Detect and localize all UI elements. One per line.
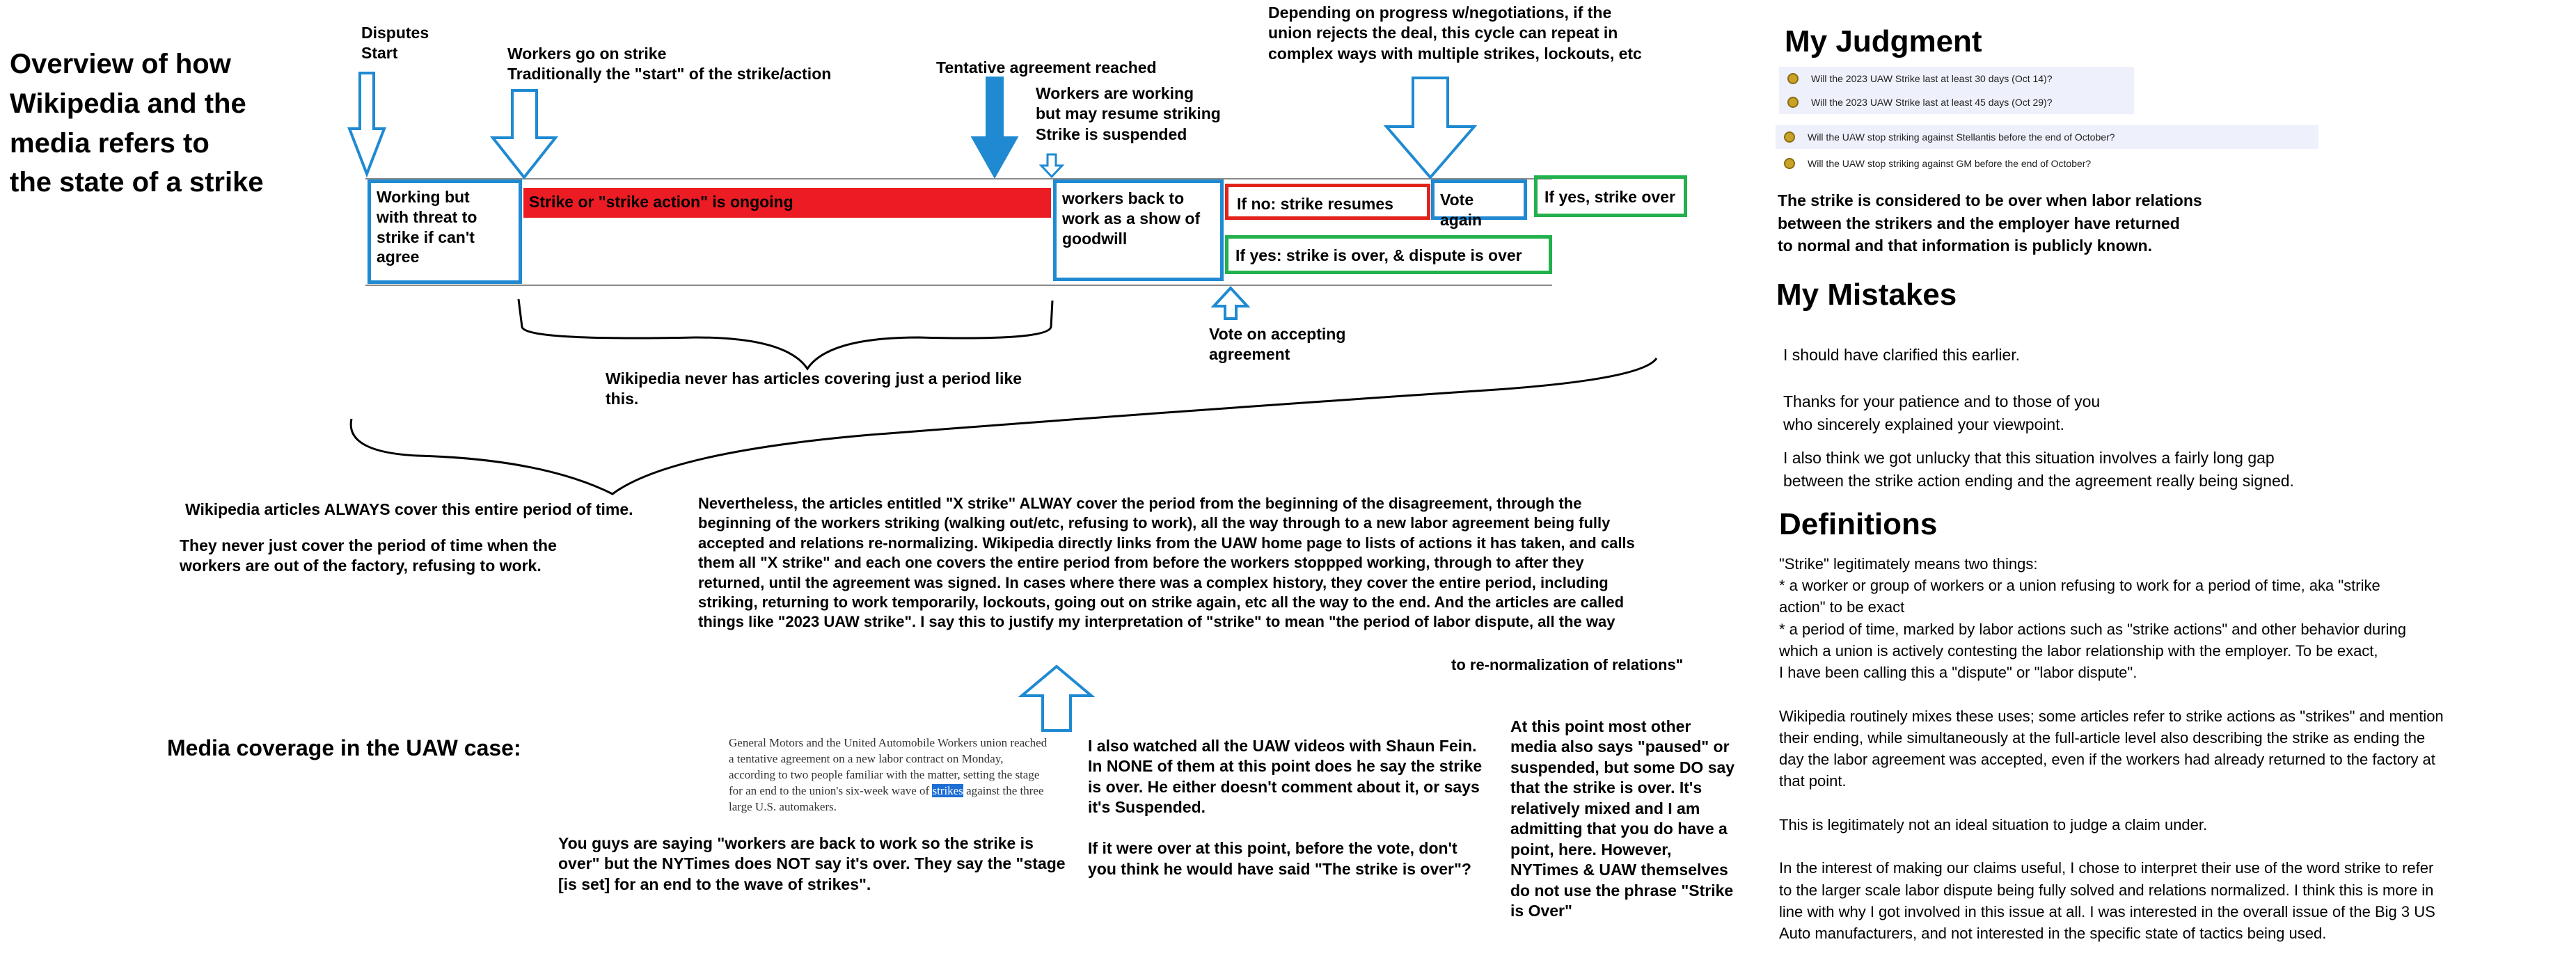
if-no-strike-resumes-box: If no: strike resumes [1225, 184, 1430, 220]
you-guys-saying-note: You guys are saying "workers are back to… [558, 834, 1066, 893]
definitions-text: "Strike" legitimately means two things: … [1779, 555, 2444, 942]
judgment-text: The strike is considered to be over when… [1778, 191, 2202, 255]
never-just-cover-note: They never just cover the period of time… [180, 536, 557, 575]
question-text-2: Will the 2023 UAW Strike last at least 4… [1811, 97, 2053, 108]
vote-again-box: Vote again [1431, 179, 1527, 229]
strike-start-arrow-icon [489, 89, 559, 180]
question-row-3: Will the UAW stop striking against Stell… [1776, 125, 2318, 149]
depending-on-progress-label: Depending on progress w/negotiations, if… [1268, 3, 1642, 63]
question-text-4: Will the UAW stop striking against GM be… [1808, 158, 2092, 169]
cycle-repeat-arrow-icon [1383, 77, 1478, 180]
coin-icon [1784, 158, 1795, 169]
tentative-agreement-label: Tentative agreement reached [936, 58, 1157, 77]
working-with-threat-box: Working but with threat to strike if can… [368, 179, 522, 284]
shaun-fein-note: I also watched all the UAW videos with S… [1088, 737, 1483, 878]
my-mistakes-heading: My Mistakes [1776, 278, 1957, 312]
my-judgment-heading: My Judgment [1785, 24, 1982, 58]
mistakes-text-1: I should have clarified this earlier. [1783, 346, 2021, 364]
nyt-quote-highlight: strikes [932, 783, 963, 797]
if-yes-strike-over-box: If yes, strike over [1534, 175, 1687, 217]
strike-ongoing-bar: Strike or "strike action" is ongoing [523, 188, 1051, 218]
suspended-arrow-icon [1038, 153, 1065, 179]
justify-arrow-icon [1018, 664, 1096, 732]
media-coverage-heading: Media coverage in the UAW case: [167, 735, 521, 760]
disputes-start-arrow-icon [347, 72, 386, 178]
coin-icon [1787, 97, 1799, 108]
entire-period-brace [349, 358, 1658, 495]
question-row-2: Will the 2023 UAW Strike last at least 4… [1779, 90, 2134, 114]
always-cover-note: Wikipedia articles ALWAYS cover this ent… [185, 500, 633, 518]
nyt-quote-text-before: General Motors and the United Automobile… [729, 736, 1048, 797]
vote-arrow-icon [1210, 286, 1251, 320]
workers-go-on-strike-label: Workers go on strike Traditionally the "… [507, 45, 832, 83]
tentative-agreement-arrow-icon [970, 77, 1019, 179]
coin-icon [1787, 73, 1799, 84]
nevertheless-paragraph: Nevertheless, the articles entitled "X s… [698, 495, 1635, 631]
mistakes-text-3: I also think we got unlucky that this si… [1783, 449, 2294, 490]
question-row-1: Will the 2023 UAW Strike last at least 3… [1779, 67, 2134, 90]
mistakes-text-2: Thanks for your patience and to those of… [1783, 392, 2101, 433]
nevertheless-last-line: to re-normalization of relations" [1451, 656, 1684, 673]
vote-on-agreement-label: Vote on accepting agreement [1209, 325, 1346, 364]
nyt-quote: General Motors and the United Automobile… [729, 735, 1047, 815]
disputes-start-label: Disputes Start [361, 24, 429, 63]
page-title: Overview of how Wikipedia and the media … [10, 49, 264, 198]
nyt-quote-text-after: against the three large U.S. automakers. [729, 783, 1044, 813]
back-to-work-box: workers back to work as a show of goodwi… [1053, 179, 1224, 281]
definitions-heading: Definitions [1779, 507, 1938, 541]
question-row-4: Will the UAW stop striking against GM be… [1776, 152, 2318, 175]
if-yes-dispute-over-box: If yes: strike is over, & dispute is ove… [1225, 235, 1552, 274]
other-media-note: At this point most other media also says… [1510, 717, 1735, 920]
working-may-resume-label: Workers are working but may resume strik… [1036, 84, 1221, 143]
question-text-1: Will the 2023 UAW Strike last at least 3… [1811, 73, 2053, 84]
never-has-articles-note: Wikipedia never has articles covering ju… [606, 369, 1022, 408]
strike-period-brace [517, 298, 1054, 371]
question-text-3: Will the UAW stop striking against Stell… [1808, 131, 2115, 143]
coin-icon [1784, 131, 1795, 143]
